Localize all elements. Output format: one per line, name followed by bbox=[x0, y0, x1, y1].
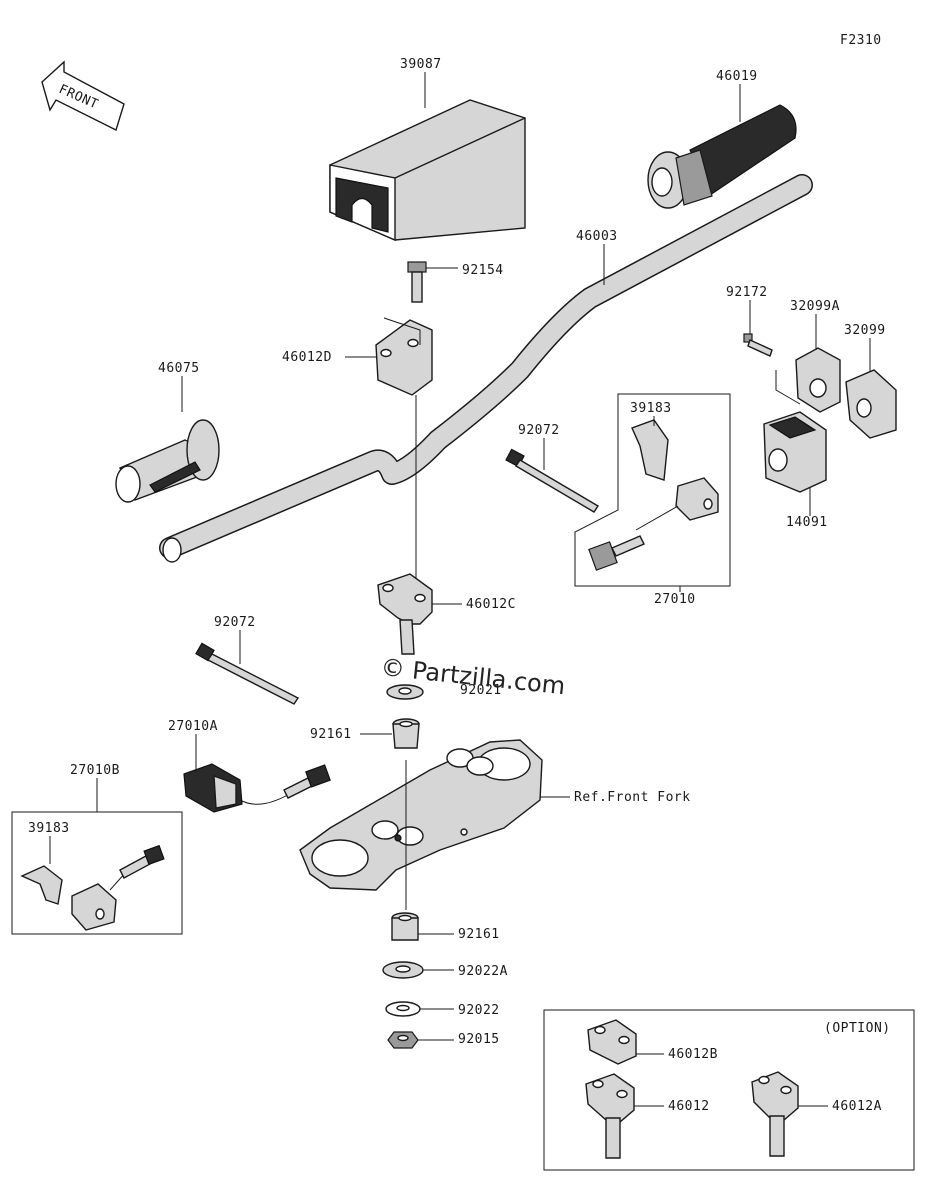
callout-92015: 92015 bbox=[458, 1032, 500, 1047]
holder-39183-left[interactable] bbox=[20, 865, 63, 905]
callout-92161-bottom: 92161 bbox=[458, 927, 500, 942]
holder-46012C[interactable] bbox=[377, 573, 433, 655]
callout-46075: 46075 bbox=[158, 361, 200, 376]
nut-92015[interactable] bbox=[387, 1031, 419, 1049]
watermark-symbol: © bbox=[379, 653, 406, 683]
washer-92022A[interactable] bbox=[382, 961, 424, 979]
bolt-92154[interactable] bbox=[407, 261, 427, 303]
callout-14091: 14091 bbox=[786, 515, 828, 530]
front-arrow-icon: FRONT bbox=[41, 60, 125, 131]
holder-39183-top[interactable] bbox=[631, 419, 669, 481]
callout-92021: 92021 bbox=[460, 683, 502, 698]
callout-27010: 27010 bbox=[654, 592, 696, 607]
callout-46003: 46003 bbox=[576, 229, 618, 244]
cable-tie-92072-top[interactable] bbox=[505, 448, 599, 513]
callout-92022: 92022 bbox=[458, 1003, 500, 1018]
holder-46012A[interactable] bbox=[751, 1071, 799, 1157]
group-frame-27010 bbox=[574, 393, 731, 587]
callout-27010A: 27010A bbox=[168, 719, 218, 734]
callout-46012A: 46012A bbox=[832, 1099, 882, 1114]
bushing-92161-bottom[interactable] bbox=[391, 912, 419, 941]
housing-32099A[interactable] bbox=[795, 347, 841, 413]
switch-27010B[interactable] bbox=[71, 844, 165, 931]
leader-32099A-bracket bbox=[775, 370, 801, 405]
handlebar-pad[interactable] bbox=[329, 99, 526, 242]
washer-92021[interactable] bbox=[386, 684, 424, 700]
diagram-code: F2310 bbox=[840, 33, 882, 48]
clamp-46012D[interactable] bbox=[375, 317, 433, 396]
housing-32099[interactable] bbox=[845, 369, 897, 439]
callout-92154: 92154 bbox=[462, 263, 504, 278]
callout-option: (OPTION) bbox=[824, 1021, 891, 1036]
callout-92161-top: 92161 bbox=[310, 727, 352, 742]
callout-39183-top: 39183 bbox=[630, 401, 672, 416]
switch-27010A[interactable] bbox=[183, 763, 331, 813]
callout-92072-top: 92072 bbox=[518, 423, 560, 438]
group-frame-27010B bbox=[11, 811, 183, 935]
clamp-46012B[interactable] bbox=[587, 1019, 637, 1065]
cover-14091[interactable] bbox=[763, 411, 827, 493]
handlebar[interactable] bbox=[159, 174, 813, 563]
bushing-92161-top[interactable] bbox=[392, 718, 420, 749]
callout-32099A: 32099A bbox=[790, 299, 840, 314]
callout-32099: 32099 bbox=[844, 323, 886, 338]
callout-92172: 92172 bbox=[726, 285, 768, 300]
callout-39183-left: 39183 bbox=[28, 821, 70, 836]
callout-46012B: 46012B bbox=[668, 1047, 718, 1062]
callout-46012: 46012 bbox=[668, 1099, 710, 1114]
callout-39087: 39087 bbox=[400, 57, 442, 72]
callout-ref-front-fork: Ref.Front Fork bbox=[574, 790, 691, 805]
switch-27010[interactable] bbox=[588, 477, 719, 571]
holder-46012[interactable] bbox=[585, 1073, 635, 1159]
callout-27010B: 27010B bbox=[70, 763, 120, 778]
washer-92022[interactable] bbox=[385, 1001, 421, 1017]
cable-tie-92072-left[interactable] bbox=[195, 642, 300, 705]
triple-clamp[interactable] bbox=[299, 739, 543, 891]
callout-92022A: 92022A bbox=[458, 964, 508, 979]
callout-92072-left: 92072 bbox=[214, 615, 256, 630]
left-grip[interactable] bbox=[115, 419, 220, 503]
callout-46012C: 46012C bbox=[466, 597, 516, 612]
throttle-grip[interactable] bbox=[647, 104, 797, 209]
callout-46012D: 46012D bbox=[282, 350, 332, 365]
screw-92172[interactable] bbox=[743, 333, 773, 357]
group-frame-option bbox=[543, 1009, 915, 1171]
callout-46019: 46019 bbox=[716, 69, 758, 84]
